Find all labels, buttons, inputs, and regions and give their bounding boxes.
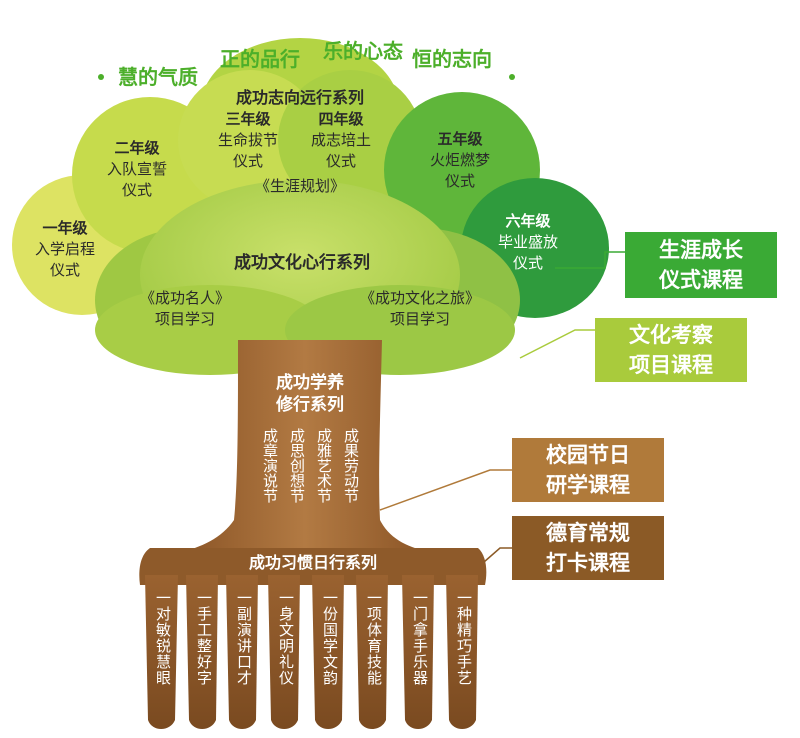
callout-festival-study: 校园节日 研学课程 xyxy=(512,438,664,502)
slogan-dot-left xyxy=(98,74,104,80)
connector-3 xyxy=(379,469,512,511)
leaf-grade-3 xyxy=(178,70,322,210)
grade-3-label: 三年级 xyxy=(225,110,271,128)
callout-3-line1: 校园节日 xyxy=(546,443,630,467)
slogan-3: 乐的心态 xyxy=(323,39,403,63)
grade-2-line1: 入队宣誓 xyxy=(107,160,167,178)
callout-1-line2: 仪式课程 xyxy=(659,268,743,292)
root-7 xyxy=(402,575,434,729)
root-5 xyxy=(312,575,344,729)
root-column-5: 一份国学文韵 xyxy=(321,590,339,686)
root-column-7: 一门拿手乐器 xyxy=(411,590,429,686)
trunk-title-line1: 成功学养 xyxy=(276,372,345,393)
callout-2-line2: 项目课程 xyxy=(629,353,713,377)
grade-5-line2: 仪式 xyxy=(445,172,475,190)
grade-1-label: 一年级 xyxy=(42,219,88,237)
connector-4 xyxy=(483,547,512,563)
grade-4-line1: 成志培土 xyxy=(311,131,371,149)
roots-title: 成功习惯日行系列 xyxy=(249,553,377,572)
grade-4-label: 四年级 xyxy=(318,110,364,128)
crown-top-subtitle: 《生涯规划》 xyxy=(255,177,345,195)
callout-moral-checkin: 德育常规 打卡课程 xyxy=(512,516,664,580)
root-2 xyxy=(186,575,218,729)
callout-2-line1: 文化考察 xyxy=(629,323,713,347)
grade-5-label: 五年级 xyxy=(437,130,483,148)
grade-4-line2: 仪式 xyxy=(326,152,356,170)
root-8 xyxy=(446,575,478,729)
trunk-column-1: 成章演说节 xyxy=(261,428,279,503)
crown-mid-right-line1: 《成功文化之旅》 xyxy=(360,289,480,307)
callout-culture-project: 文化考察 项目课程 xyxy=(595,318,747,382)
root-4 xyxy=(268,575,300,729)
callout-4-line1: 德育常规 xyxy=(546,521,630,545)
grade-6-line2: 仪式 xyxy=(513,254,543,272)
connector-1 xyxy=(555,251,625,269)
crown-mid-left-line1: 《成功名人》 xyxy=(140,289,230,307)
root-1 xyxy=(145,575,178,729)
grade-2-line2: 仪式 xyxy=(122,181,152,199)
grade-6-label: 六年级 xyxy=(505,212,551,230)
trunk-column-3: 成雅艺术节 xyxy=(315,428,333,503)
root-column-8: 一种精巧手艺 xyxy=(455,590,473,686)
crown-mid-title: 成功文化心行系列 xyxy=(234,252,370,273)
root-3 xyxy=(226,575,258,729)
callout-4-line2: 打卡课程 xyxy=(546,551,630,575)
grade-6-line1: 毕业盛放 xyxy=(498,233,558,251)
slogan-dot-right xyxy=(509,74,515,80)
grade-5-line1: 火炬燃梦 xyxy=(430,151,490,169)
root-6 xyxy=(356,575,388,729)
root-column-3: 一副演讲口才 xyxy=(235,590,253,686)
callout-1-line1: 生涯成长 xyxy=(659,238,743,262)
callout-career-ceremony: 生涯成长 仪式课程 xyxy=(625,232,777,298)
root-column-2: 一手工整好字 xyxy=(195,590,213,686)
root-column-4: 一身文明礼仪 xyxy=(277,590,295,686)
grade-1-line2: 仪式 xyxy=(50,261,80,279)
crown-mid-right-line2: 项目学习 xyxy=(390,310,450,328)
trunk-column-2: 成思创想节 xyxy=(288,428,306,503)
root-column-1: 一对敏锐慧眼 xyxy=(154,590,172,686)
slogan-1: 慧的气质 xyxy=(118,65,198,89)
trunk-title-line2: 修行系列 xyxy=(275,394,344,415)
trunk-column-4: 成果劳动节 xyxy=(342,428,360,503)
trunk xyxy=(180,340,430,552)
connector-2 xyxy=(519,329,595,359)
slogan-2: 正的品行 xyxy=(220,47,300,71)
callout-3-line2: 研学课程 xyxy=(546,473,630,497)
crown-top-title: 成功志向远行系列 xyxy=(236,88,364,107)
grade-1-line1: 入学启程 xyxy=(35,240,95,258)
crown-mid-left-line2: 项目学习 xyxy=(155,310,215,328)
slogan-4: 恒的志向 xyxy=(412,47,492,71)
grade-2-label: 二年级 xyxy=(114,139,160,157)
root-column-6: 一项体育技能 xyxy=(365,590,383,686)
grade-3-line1: 生命拔节 xyxy=(218,131,278,149)
grade-3-line2: 仪式 xyxy=(233,152,263,170)
